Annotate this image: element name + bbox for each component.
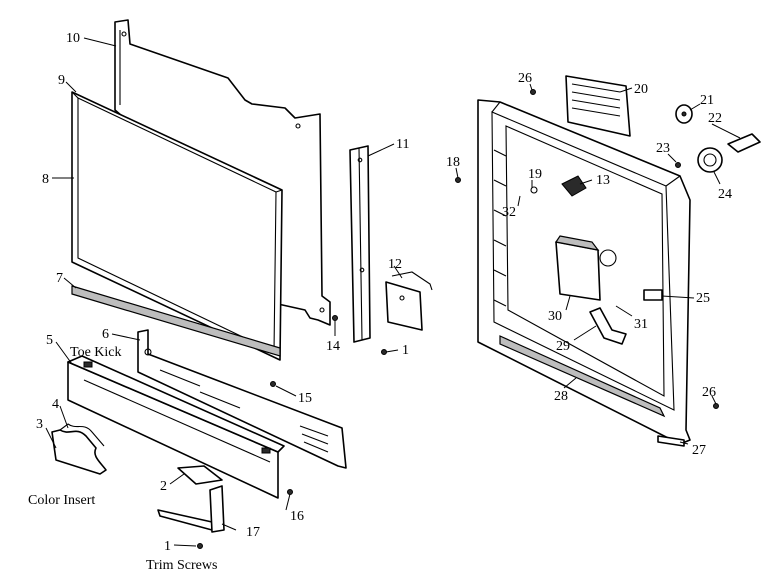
callout-26-top: 26 <box>518 71 532 86</box>
part-20-vent <box>565 75 631 137</box>
part-3-color-insert <box>51 423 107 475</box>
callout-17: 17 <box>246 525 260 540</box>
trim-screws-label: Trim Screws <box>146 558 217 572</box>
part-22-handle <box>727 133 761 153</box>
callout-7: 7 <box>56 271 63 286</box>
part-30-control-module <box>554 235 617 301</box>
callout-16: 16 <box>290 509 304 524</box>
part-11-side-rail <box>349 145 371 343</box>
callout-27: 27 <box>692 443 706 458</box>
callout-23: 23 <box>656 141 670 156</box>
part-24-dial <box>697 147 723 173</box>
callouts: 10 9 8 7 6 Toe Kick 5 4 3 Color Insert 2… <box>28 31 732 572</box>
callout-9: 9 <box>58 73 65 88</box>
callout-24: 24 <box>718 187 732 202</box>
part-25-tab <box>643 289 663 301</box>
callout-29: 29 <box>556 339 570 354</box>
callout-19: 19 <box>528 167 542 182</box>
callout-11: 11 <box>396 137 409 152</box>
callout-26-bottom: 26 <box>702 385 716 400</box>
part-13-latch <box>530 175 587 197</box>
callout-3: 3 <box>36 417 43 432</box>
callout-1-trim: 1 <box>164 539 171 554</box>
part-21-knob <box>675 104 693 124</box>
callout-20: 20 <box>634 82 648 97</box>
part-27-clip <box>657 435 685 447</box>
part-5-kick-plate <box>67 355 285 499</box>
callout-25: 25 <box>696 291 710 306</box>
callout-18: 18 <box>446 155 460 170</box>
callout-4: 4 <box>52 397 59 412</box>
callout-10: 10 <box>66 31 80 46</box>
callout-2: 2 <box>160 479 167 494</box>
callout-6: 6 <box>102 327 109 342</box>
part-2-base-bracket <box>157 465 225 533</box>
part-7-trim-strip <box>71 285 281 357</box>
leader-lines <box>45 37 741 547</box>
screws <box>197 89 719 549</box>
callout-22: 22 <box>708 111 722 126</box>
callout-28: 28 <box>554 389 568 404</box>
part-6-toe-kick-panel <box>137 329 347 469</box>
callout-14: 14 <box>326 339 340 354</box>
callout-13: 13 <box>596 173 610 188</box>
color-insert-label: Color Insert <box>28 493 95 508</box>
callout-15: 15 <box>298 391 312 406</box>
callout-8: 8 <box>42 172 49 187</box>
callout-1-rail: 1 <box>402 343 409 358</box>
callout-12: 12 <box>388 257 402 272</box>
callout-31: 31 <box>634 317 648 332</box>
part-12-bracket <box>385 271 433 331</box>
callout-5: 5 <box>46 333 53 348</box>
part-29-lever <box>589 307 627 345</box>
callout-30: 30 <box>548 309 562 324</box>
toe-kick-label: Toe Kick <box>70 345 122 360</box>
callout-32: 32 <box>502 205 516 220</box>
callout-21: 21 <box>700 93 714 108</box>
